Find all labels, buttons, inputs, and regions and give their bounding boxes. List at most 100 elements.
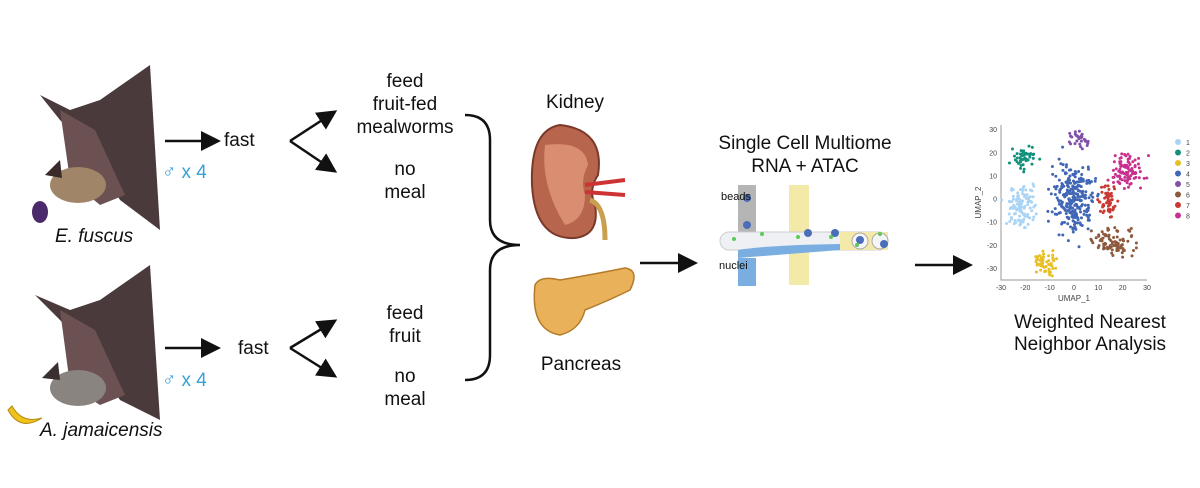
data-point xyxy=(1021,163,1025,167)
data-point xyxy=(1120,152,1124,156)
data-point xyxy=(1055,257,1059,261)
fruit-bat-illustration xyxy=(35,265,160,420)
condition-label: feed fruit-fed mealworms xyxy=(356,71,454,138)
y-tick-label: -30 xyxy=(987,266,997,273)
data-point xyxy=(1022,206,1026,210)
data-point xyxy=(1018,223,1022,227)
assay-subtitle: RNA + ATAC xyxy=(751,156,859,177)
data-point xyxy=(1142,176,1146,180)
data-point xyxy=(1113,154,1117,158)
male-count: ♂ x 4 xyxy=(162,370,207,391)
data-point xyxy=(1063,208,1067,212)
data-point xyxy=(1079,179,1083,183)
data-point xyxy=(1055,196,1059,200)
beads-label: beads xyxy=(721,191,751,203)
data-point xyxy=(1129,235,1133,239)
data-point xyxy=(1068,204,1072,208)
y-tick-label: 30 xyxy=(989,127,997,134)
data-point xyxy=(1127,175,1131,179)
data-point xyxy=(1048,273,1052,277)
data-point xyxy=(1007,199,1011,203)
data-point xyxy=(1076,206,1080,210)
data-point xyxy=(1000,198,1004,202)
data-point xyxy=(1069,225,1073,229)
data-point xyxy=(1068,189,1072,193)
data-point xyxy=(1010,188,1014,192)
x-tick-label: 20 xyxy=(1119,285,1127,292)
data-point xyxy=(1012,154,1016,158)
data-point xyxy=(1066,222,1070,226)
data-point xyxy=(1123,179,1127,183)
data-point xyxy=(1071,187,1075,191)
data-point xyxy=(1087,196,1091,200)
data-point xyxy=(1125,173,1129,177)
data-point xyxy=(1079,216,1083,220)
data-point xyxy=(1126,185,1130,189)
data-point xyxy=(1070,199,1074,203)
data-point xyxy=(1118,167,1122,171)
data-point xyxy=(1016,202,1020,206)
data-point xyxy=(1097,244,1101,248)
data-point xyxy=(1078,221,1082,225)
data-point xyxy=(1073,170,1077,174)
data-point xyxy=(1120,251,1124,255)
data-point xyxy=(1063,171,1067,175)
data-point xyxy=(1061,193,1065,197)
data-point xyxy=(1112,244,1116,248)
y-tick-label: 10 xyxy=(989,173,997,180)
data-point xyxy=(1053,193,1057,197)
data-point xyxy=(1083,196,1087,200)
data-point xyxy=(1129,227,1133,231)
data-point xyxy=(1107,237,1111,241)
data-point xyxy=(1132,176,1136,180)
data-point xyxy=(1111,207,1115,211)
legend-swatch xyxy=(1175,212,1181,219)
data-point xyxy=(1117,246,1121,250)
data-point xyxy=(1081,166,1085,170)
data-point xyxy=(1114,167,1118,171)
data-point xyxy=(1012,212,1016,216)
data-point xyxy=(1116,199,1120,203)
data-point xyxy=(1076,221,1080,225)
data-point xyxy=(1008,220,1012,224)
data-point xyxy=(1078,142,1082,146)
data-point xyxy=(1072,214,1076,218)
data-point xyxy=(1130,169,1134,173)
data-point xyxy=(1111,254,1115,258)
data-point xyxy=(1020,211,1024,215)
data-point xyxy=(1060,221,1064,225)
data-point xyxy=(1080,132,1084,136)
data-point xyxy=(1082,212,1086,216)
data-point xyxy=(1031,156,1035,160)
x-tick-label: -10 xyxy=(1045,285,1055,292)
fast-label: fast xyxy=(224,130,255,151)
data-point xyxy=(1073,130,1077,134)
data-point xyxy=(1138,170,1142,174)
microfluidic-chip xyxy=(719,185,889,286)
data-point xyxy=(1016,194,1020,198)
data-point xyxy=(1057,178,1061,182)
data-point xyxy=(1031,182,1035,186)
data-point xyxy=(1137,166,1141,170)
data-point xyxy=(1070,135,1074,139)
data-point xyxy=(1044,264,1048,268)
data-point xyxy=(1057,233,1061,237)
data-point xyxy=(1079,145,1083,149)
data-point xyxy=(1031,218,1035,222)
condition-label: no meal xyxy=(384,159,426,203)
data-point xyxy=(1026,222,1030,226)
data-point xyxy=(1107,198,1111,202)
data-point xyxy=(1007,212,1011,216)
data-point xyxy=(1071,185,1075,189)
data-point xyxy=(1074,198,1078,202)
data-point xyxy=(1015,156,1019,160)
analysis-subtitle: Neighbor Analysis xyxy=(1013,334,1167,355)
data-point xyxy=(1080,203,1084,207)
data-point xyxy=(1083,203,1087,207)
data-point xyxy=(1091,241,1095,245)
data-point xyxy=(1011,194,1015,198)
data-point xyxy=(1134,241,1138,245)
legend-swatch xyxy=(1175,170,1181,177)
data-point xyxy=(1071,230,1075,234)
data-point xyxy=(1060,181,1064,185)
